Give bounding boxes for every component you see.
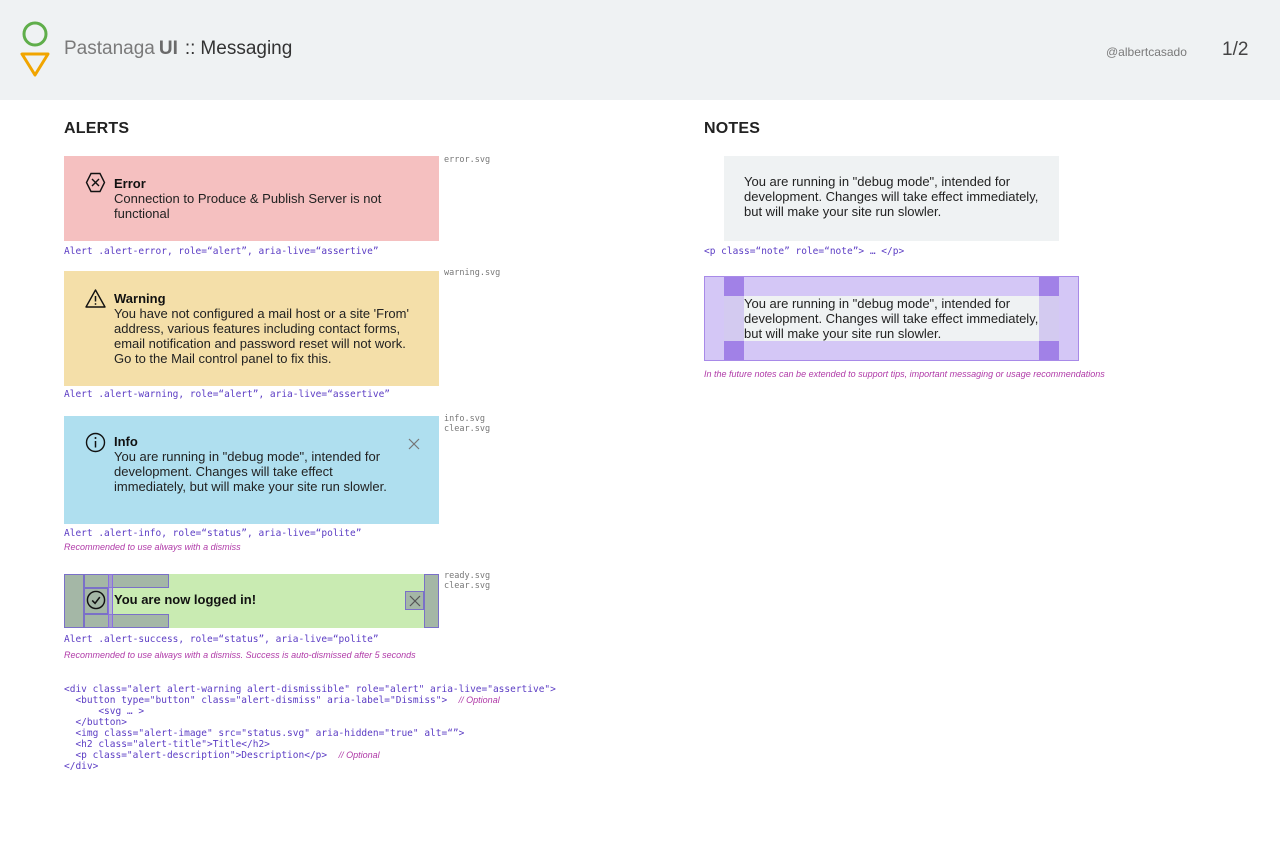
alerts-heading: ALERTS xyxy=(64,120,130,137)
info-code-label: Alert .alert-info, role=“status”, aria-l… xyxy=(64,528,362,539)
corner-guide xyxy=(724,341,744,360)
success-recommendation: Recommended to use always with a dismiss… xyxy=(64,650,416,660)
padding-guide-right xyxy=(1039,296,1059,341)
alert-info: Info You are running in "debug mode", in… xyxy=(64,416,439,524)
code-line: <h2 class="alert-title">Title</h2> xyxy=(64,739,270,750)
corner-guide xyxy=(724,277,744,296)
alert-title: Info xyxy=(114,434,138,449)
spacing-guide-top xyxy=(84,574,169,588)
brand-name: Pastanaga xyxy=(64,38,155,59)
pastanaga-logo xyxy=(20,21,50,77)
alert-title: Warning xyxy=(114,291,166,306)
warning-code-label: Alert .alert-warning, role=“alert”, aria… xyxy=(64,389,391,400)
code-line: <svg … > xyxy=(64,706,145,717)
alert-description: You are running in "debug mode", intende… xyxy=(114,449,387,494)
note-code-label: <p class=“note” role=“note”> … </p> xyxy=(704,246,905,257)
info-icon xyxy=(85,432,106,453)
success-code-label: Alert .alert-success, role=“status”, ari… xyxy=(64,634,379,645)
page-title: Messaging xyxy=(200,38,293,59)
note-text: You are running in "debug mode", intende… xyxy=(744,174,1039,219)
alert-success: You are now logged in! xyxy=(64,574,439,628)
spacing-guide-left xyxy=(64,574,84,628)
info-file-label: info.svg xyxy=(444,414,485,424)
code-line: </button> xyxy=(64,717,127,728)
error-code-label: Alert .alert-error, role=“alert”, aria-l… xyxy=(64,246,379,257)
code-optional: // Optional xyxy=(458,695,500,705)
page-number: 1/2 xyxy=(1222,39,1249,60)
code-line: <img class="alert-image" src="status.svg… xyxy=(64,728,465,739)
notes-future: In the future notes can be extended to s… xyxy=(704,369,1105,379)
note-content-area xyxy=(724,296,1059,341)
code-line: <div class="alert alert-warning alert-di… xyxy=(64,684,556,695)
alert-warning: Warning You have not configured a mail h… xyxy=(64,271,439,386)
alert-code-sample: <div class="alert alert-warning alert-di… xyxy=(64,684,556,772)
code-text: <button type="button" class="alert-dismi… xyxy=(64,695,448,706)
alert-error: Error Connection to Produce & Publish Se… xyxy=(64,156,439,241)
ready-file-label: ready.svg xyxy=(444,571,491,581)
close-icon[interactable] xyxy=(407,437,421,451)
alert-title: You are now logged in! xyxy=(114,592,257,607)
clear-file-label: clear.svg xyxy=(444,581,491,591)
error-file-label: error.svg xyxy=(444,155,491,165)
spacing-guide-bottom xyxy=(84,614,169,628)
code-line: <p class="alert-description">Description… xyxy=(64,750,556,761)
code-line: </div> xyxy=(64,761,99,772)
code-text: <p class="alert-description">Description… xyxy=(64,750,328,761)
check-circle-icon xyxy=(86,590,106,610)
error-icon xyxy=(85,172,106,193)
brand-ui: UI xyxy=(158,38,178,59)
brand-separator: :: xyxy=(184,38,196,59)
code-optional: // Optional xyxy=(338,750,380,760)
info-recommendation: Recommended to use always with a dismiss xyxy=(64,542,241,552)
alert-description: Connection to Produce & Publish Server i… xyxy=(114,191,382,221)
author-handle: @albertcasado xyxy=(1106,45,1187,59)
padding-guide-left xyxy=(724,296,744,341)
alert-description: You have not configured a mail host or a… xyxy=(114,306,409,366)
note-text: You are running in "debug mode", intende… xyxy=(744,296,1039,341)
alert-title: Error xyxy=(114,176,146,191)
notes-heading: NOTES xyxy=(704,120,761,137)
note-spacing-diagram: You are running in "debug mode", intende… xyxy=(704,276,1079,361)
spacing-guide-right xyxy=(424,574,439,628)
corner-guide xyxy=(1039,277,1059,296)
warning-file-label: warning.svg xyxy=(444,268,501,278)
clear-file-label: clear.svg xyxy=(444,424,491,434)
note: You are running in "debug mode", intende… xyxy=(724,156,1059,241)
gap-guide xyxy=(108,574,113,628)
warning-icon xyxy=(85,289,106,308)
code-line: <button type="button" class="alert-dismi… xyxy=(64,695,556,706)
corner-guide xyxy=(1039,341,1059,360)
close-icon[interactable] xyxy=(408,594,422,608)
